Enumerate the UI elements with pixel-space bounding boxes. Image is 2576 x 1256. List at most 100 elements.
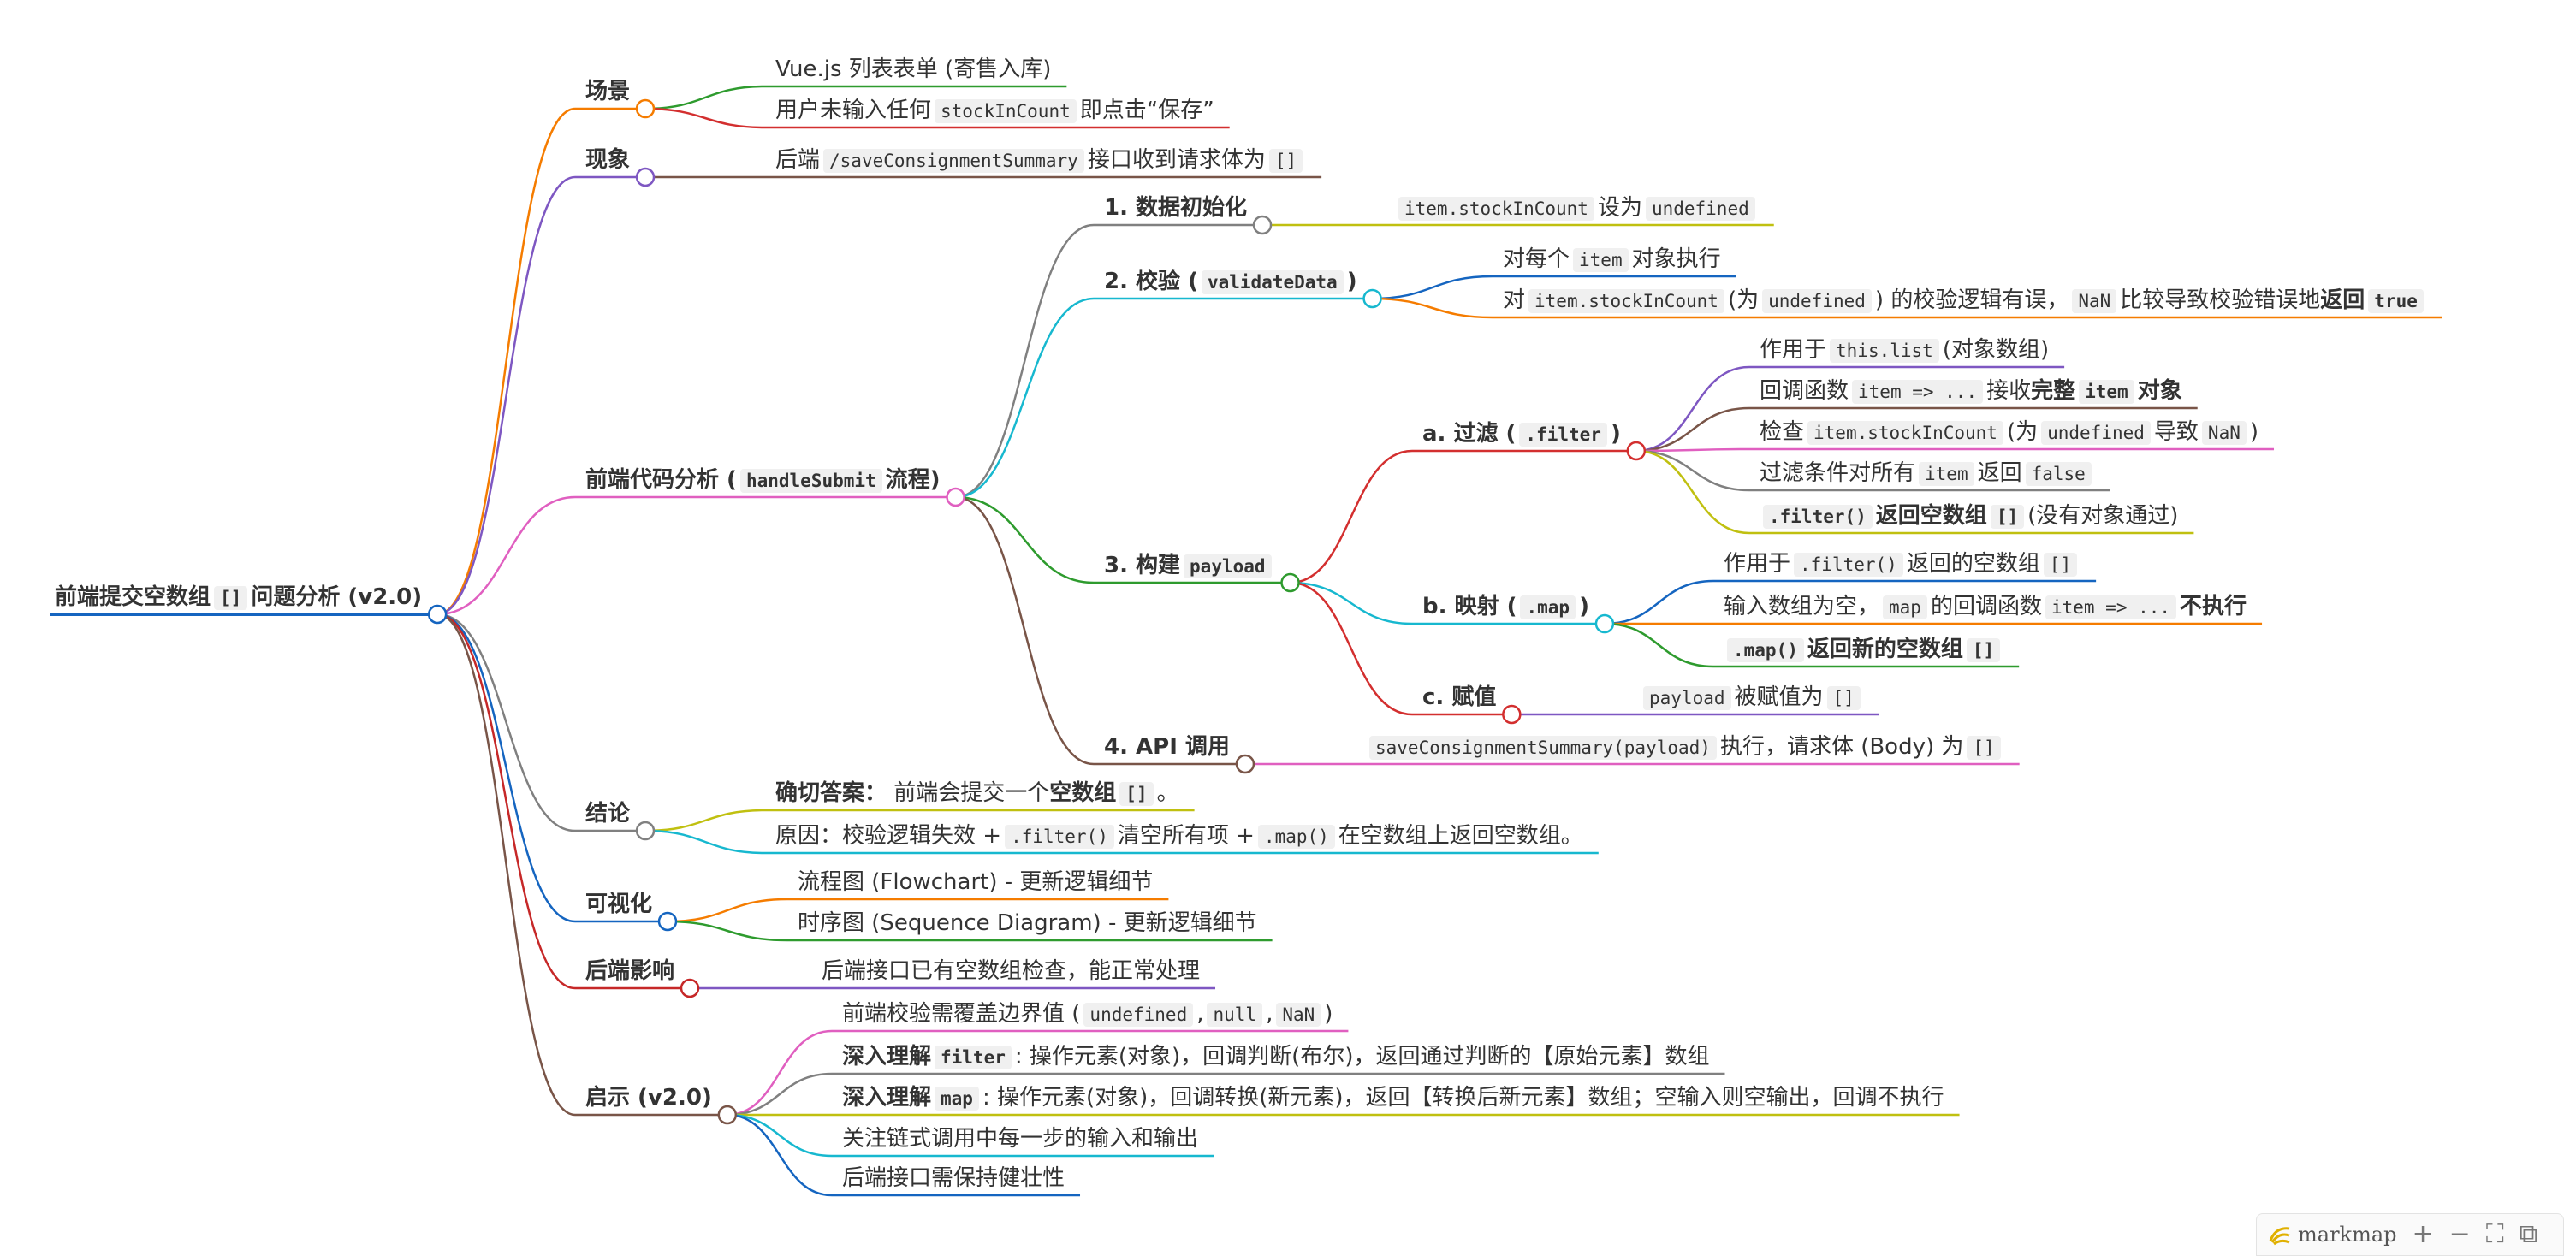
node-insight-3-part-2: : 操作元素(对象)，回调转换(新元素)，返回【转换后新元素】数组；空输入则空输… [982,1085,1944,1111]
node-filter-3-part-1: item.stockInCount [1807,421,2003,445]
node-validate: 2. 校验 (validateData) [1104,264,1357,299]
node-phenomenon-1-part-2: 接口收到请求体为 [1087,147,1266,173]
node-insight-3-part-0: 深入理解 [842,1085,932,1111]
node-phenomenon-1-part-1: /saveConsignmentSummary [823,149,1084,173]
collapse-knob-payload[interactable] [1280,572,1300,593]
markmap-toolbar: markmap + − ⛶ ⧉ [2256,1213,2564,1256]
node-api-1-part-1: 执行，请求体 (Body) 为 [1719,734,1964,760]
link-validate [955,297,1095,499]
node-backend-1-part-0: 后端接口已有空数组检查，能正常处理 [822,958,1201,984]
link-insight-5 [727,1113,833,1197]
collapse-knob-init[interactable] [1252,215,1273,235]
link-assign [1290,581,1413,716]
node-insight-2-part-1: filter [935,1046,1012,1069]
node-filter-part-0: a. 过滤 ( [1422,421,1517,447]
collapse-knob-visual[interactable] [657,911,678,932]
node-conclusion-1-part-1: 前端会提交一个 [887,780,1050,806]
node-conclusion-2-part-2: 清空所有项 + [1117,823,1255,849]
collapse-knob-analysis[interactable] [946,487,965,507]
node-insight-4: 关注链式调用中每一步的输入和输出 [842,1122,1198,1156]
collapse-knob-validate[interactable] [1362,288,1382,309]
node-map-2-part-2: 的回调函数 [1930,594,2042,619]
collapse-knob-insight[interactable] [717,1105,738,1125]
node-validate-part-2: ) [1346,269,1357,294]
node-scene-1-part-0: Vue.js 列表表单 (寄售入库) [775,56,1052,82]
node-map: b. 映射 (.map) [1422,589,1589,625]
node-visual-2-part-0: 时序图 (Sequence Diagram) - 更新逻辑细节 [798,910,1257,936]
node-map-1-part-3: [] [2043,553,2078,577]
link-api [955,495,1095,766]
collapse-knob-root[interactable] [427,604,448,625]
node-filter-2-part-0: 回调函数 [1760,378,1849,404]
node-validate-2-part-7: 返回 [2320,287,2365,313]
node-validate-part-0: 2. 校验 ( [1104,269,1198,294]
collapse-knob-api[interactable] [1235,754,1255,774]
node-payload-part-1: payload [1184,554,1272,578]
node-filter-2-part-5: 对象 [2137,378,2182,404]
link-validate-2 [1372,297,1493,319]
node-validate-2-part-1: item.stockInCount [1528,289,1724,313]
node-root-part-1: [] [214,586,248,610]
node-analysis-part-2: 流程) [885,467,941,493]
node-insight: 启示 (v2.0) [585,1081,712,1115]
node-phenomenon: 现象 [585,143,630,177]
node-conclusion-1: 确切答案： 前端会提交一个空数组[]。 [775,776,1179,811]
node-scene-1: Vue.js 列表表单 (寄售入库) [775,52,1051,86]
zoom-out-button[interactable]: − [2448,1219,2471,1249]
node-insight-1-part-4: , [1266,1001,1273,1027]
collapse-knob-backend[interactable] [680,978,700,998]
node-filter-5: .filter()返回空数组[](没有对象通过) [1760,499,2178,534]
node-insight-1-part-1: undefined [1083,1003,1194,1027]
node-filter-3-part-2: (为 [2006,419,2039,445]
collapse-knob-filter[interactable] [1626,441,1647,461]
markmap-brand[interactable]: markmap [2267,1222,2397,1247]
collapse-knob-assign[interactable] [1502,704,1522,725]
link-payload [955,495,1095,584]
node-validate-2-part-6: 比较导致校验错误地 [2120,287,2321,313]
node-filter-1-part-0: 作用于 [1760,337,1827,363]
toggle-recursively-button[interactable]: ⧉ [2519,1219,2538,1249]
collapse-knob-scene[interactable] [635,98,656,119]
node-phenomenon-part-0: 现象 [585,147,631,173]
node-payload-part-0: 3. 构建 [1104,553,1181,578]
node-map-part-2: ) [1579,594,1589,619]
node-phenomenon-1-part-3: [] [1268,149,1303,173]
node-backend-1: 后端接口已有空数组检查，能正常处理 [822,954,1200,988]
node-map-3: .map()返回新的空数组[] [1724,632,2003,667]
link-filter [1290,449,1413,584]
link-filter-1 [1635,365,1750,453]
collapse-knob-conclusion[interactable] [635,821,656,841]
node-filter-3-part-0: 检查 [1760,419,1805,445]
node-init-1-part-2: undefined [1645,197,1755,221]
node-insight-2-part-2: : 操作元素(对象)，回调判断(布尔)，返回通过判断的【原始元素】数组 [1014,1044,1710,1069]
node-validate-2-part-4: ) 的校验逻辑有误， [1874,287,2069,313]
node-conclusion-2-part-1: .filter() [1005,825,1114,849]
node-conclusion-1-part-3: [] [1119,782,1154,806]
node-conclusion-1-part-0: 确切答案： [775,780,887,806]
node-insight-part-0: 启示 (v2.0) [585,1085,712,1111]
link-visual-1 [668,898,788,923]
link-map-1 [1604,579,1714,625]
node-validate-part-1: validateData [1201,270,1344,294]
node-filter-5-part-1: 返回空数组 [1875,503,1987,529]
link-map [1290,581,1413,625]
collapse-knob-phenomenon[interactable] [635,167,656,187]
fit-window-button[interactable]: ⛶ [2485,1219,2504,1249]
zoom-in-button[interactable]: + [2412,1219,2434,1249]
node-filter-3-part-5: NaN [2201,421,2247,445]
link-insight-2 [727,1072,833,1117]
node-backend: 后端影响 [585,954,674,988]
node-scene-2-part-2: 即点击“保存” [1079,98,1214,123]
node-scene-2-part-1: stockInCount [935,99,1077,123]
node-conclusion-2-part-0: 原因：校验逻辑失效 + [775,823,1002,849]
collapse-knob-map[interactable] [1594,613,1615,634]
link-init [955,223,1095,499]
link-conclusion-2 [645,829,766,855]
node-insight-1-part-5: NaN [1276,1003,1321,1027]
node-filter-4-part-2: 返回 [1977,460,2022,486]
node-insight-1-part-3: null [1207,1003,1263,1027]
